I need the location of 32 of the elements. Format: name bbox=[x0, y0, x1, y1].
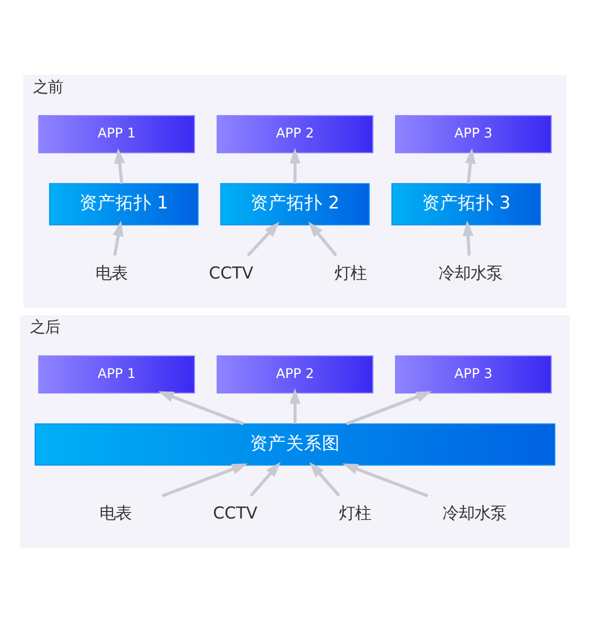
node-box: APP 1 bbox=[38, 114, 195, 153]
node-text: 电表 bbox=[100, 503, 132, 522]
arrow bbox=[250, 461, 281, 496]
node-text: 冷却水泵 bbox=[442, 503, 506, 522]
node-box: APP 2 bbox=[216, 114, 374, 153]
node-box: 资产拓扑 1 bbox=[49, 182, 199, 225]
arrow bbox=[112, 220, 124, 256]
arrow bbox=[346, 390, 432, 425]
node-box: APP 3 bbox=[395, 114, 552, 153]
node-text: 冷却水泵 bbox=[438, 262, 502, 282]
node-text: CCTV bbox=[208, 262, 254, 282]
node-box: APP 1 bbox=[38, 354, 195, 393]
node-text: 灯柱 bbox=[334, 262, 367, 282]
node-box: 资产拓扑 2 bbox=[220, 182, 370, 225]
arrow bbox=[308, 221, 338, 256]
node-box: APP 2 bbox=[216, 354, 374, 393]
arrow bbox=[290, 388, 300, 424]
arrow bbox=[309, 461, 340, 496]
arrow bbox=[462, 220, 474, 256]
node-text: 灯柱 bbox=[338, 503, 371, 522]
arrow bbox=[290, 148, 300, 184]
arrow bbox=[114, 148, 126, 184]
arrow bbox=[158, 390, 244, 425]
node-box: APP 3 bbox=[395, 354, 552, 393]
node-box: 资产拓扑 3 bbox=[391, 182, 541, 225]
arrow bbox=[246, 221, 280, 256]
node-text: CCTV bbox=[213, 503, 258, 522]
arrow bbox=[464, 148, 476, 184]
arrow bbox=[162, 463, 248, 497]
arrow bbox=[342, 463, 428, 497]
node-box: 资产关系图 bbox=[34, 422, 556, 466]
node-text: 电表 bbox=[95, 262, 128, 282]
